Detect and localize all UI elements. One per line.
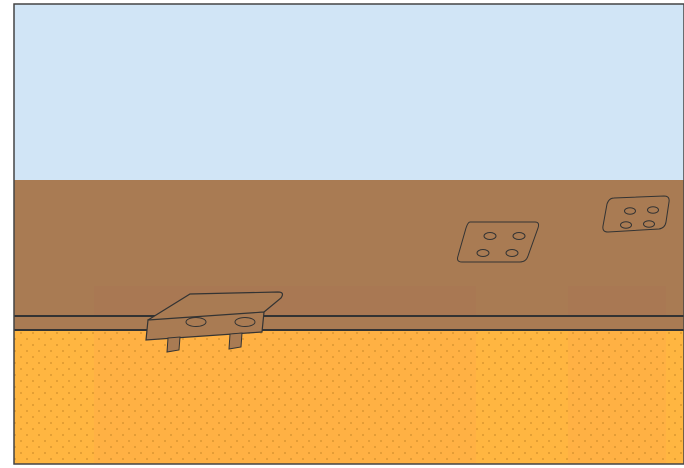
sky: [14, 4, 684, 180]
ground-surface: [14, 316, 684, 330]
bracket-block-icon: [145, 291, 284, 353]
sand-dots: [14, 331, 684, 464]
frame-border: [13, 3, 684, 465]
stone-tablet-icon: [457, 221, 540, 263]
stone-tablet-icon: [602, 195, 670, 233]
